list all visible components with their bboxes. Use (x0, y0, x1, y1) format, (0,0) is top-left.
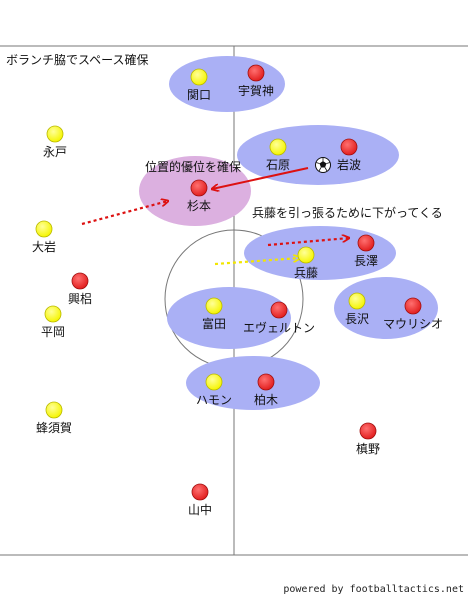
player-hiraoka: 平岡 (41, 305, 65, 339)
player-name: 宇賀神 (238, 84, 274, 98)
player-name: エヴェルトン (243, 320, 315, 335)
player-nagato: 永戸 (43, 125, 67, 159)
hyodo-drop-note: 兵藤を引っ張るために下がってくる (252, 205, 443, 220)
player-hachisuka: 蜂須賀 (36, 401, 72, 435)
player-name: 大岩 (32, 239, 56, 254)
player-marker-yellow (46, 125, 64, 143)
arrow-hyodo-drop (214, 258, 300, 266)
player-marker-red (247, 64, 265, 82)
player-sekiguchi: 関口 (187, 68, 211, 102)
player-makino: 槙野 (356, 422, 380, 456)
player-marker-yellow (348, 292, 366, 310)
player-oiwa: 大岩 (32, 220, 56, 254)
page-title: ボランチ脇でスペース確保 (6, 52, 149, 67)
arrow-to-nagasawa (267, 238, 349, 247)
player-name: マウリシオ (383, 317, 443, 331)
player-hamon: ハモン (196, 373, 232, 407)
player-ugajin: 宇賀神 (238, 64, 274, 98)
credit-text: powered by footballtactics.net (283, 584, 464, 595)
player-koshimizu: 興梠 (68, 272, 92, 306)
zone-nagasawa-mauricio (334, 277, 438, 339)
player-yamanaka: 山中 (188, 483, 212, 517)
player-marker-red (404, 297, 422, 315)
ball (315, 157, 331, 173)
player-name: 山中 (188, 502, 212, 517)
player-name: 関口 (187, 88, 211, 102)
player-marker-red (357, 234, 375, 252)
zone-ishihara-iwanami (237, 125, 399, 185)
player-marker-yellow (205, 297, 223, 315)
player-ishihara: 石原 (266, 138, 290, 172)
player-marker-yellow (297, 246, 315, 264)
zone-hamon-kashiwagi (186, 356, 320, 410)
player-nagasawa2: 長澤 (354, 234, 378, 268)
player-iwanami: 岩波 (337, 138, 361, 172)
arrow-oiwa-forward (81, 201, 168, 226)
player-tomita: 富田 (202, 297, 226, 331)
players-layer: 関口 宇賀神永戸石原 岩波杉本大岩兵藤 長澤興梠平岡 富田 エヴェルトン 長沢マウリシオハモ… (32, 64, 443, 517)
player-everton: エヴェルトン (243, 301, 315, 335)
player-name: 平岡 (41, 325, 65, 339)
player-marker-yellow (45, 401, 63, 419)
player-name: 富田 (202, 316, 226, 331)
player-name: 柏木 (254, 392, 278, 407)
player-marker-red (340, 138, 358, 156)
arrow-iwanami-to-sugimoto (212, 167, 309, 189)
player-name: 槙野 (356, 442, 380, 456)
player-sugimoto: 杉本 (187, 179, 211, 213)
zone-hyodo-nagasawa (244, 226, 396, 280)
player-name: 長沢 (345, 312, 369, 326)
player-name: 岩波 (337, 157, 361, 172)
player-marker-red (359, 422, 377, 440)
player-kashiwagi: 柏木 (254, 373, 278, 407)
player-marker-red (191, 483, 209, 501)
player-name: 蜂須賀 (36, 421, 72, 435)
positional-advantage-note: 位置的優位を確保 (145, 159, 241, 174)
player-name: ハモン (196, 393, 232, 407)
player-marker-yellow (44, 305, 62, 323)
player-name: 永戸 (43, 145, 67, 159)
player-name: 石原 (266, 158, 290, 172)
player-marker-red (71, 272, 89, 290)
player-marker-yellow (190, 68, 208, 86)
player-name: 長澤 (354, 254, 378, 268)
player-nagasawa: 長沢 (345, 292, 369, 326)
zone-tomita-everton (167, 287, 291, 349)
player-name: 興梠 (68, 291, 92, 306)
player-hyodo: 兵藤 (294, 246, 318, 280)
player-name: 杉本 (187, 199, 211, 213)
player-marker-yellow (269, 138, 287, 156)
player-marker-yellow (205, 373, 223, 391)
player-mauricio: マウリシオ (383, 297, 443, 331)
player-marker-red (270, 301, 288, 319)
player-marker-red (257, 373, 275, 391)
player-marker-red (190, 179, 208, 197)
player-name: 兵藤 (294, 266, 318, 280)
player-marker-yellow (35, 220, 53, 238)
